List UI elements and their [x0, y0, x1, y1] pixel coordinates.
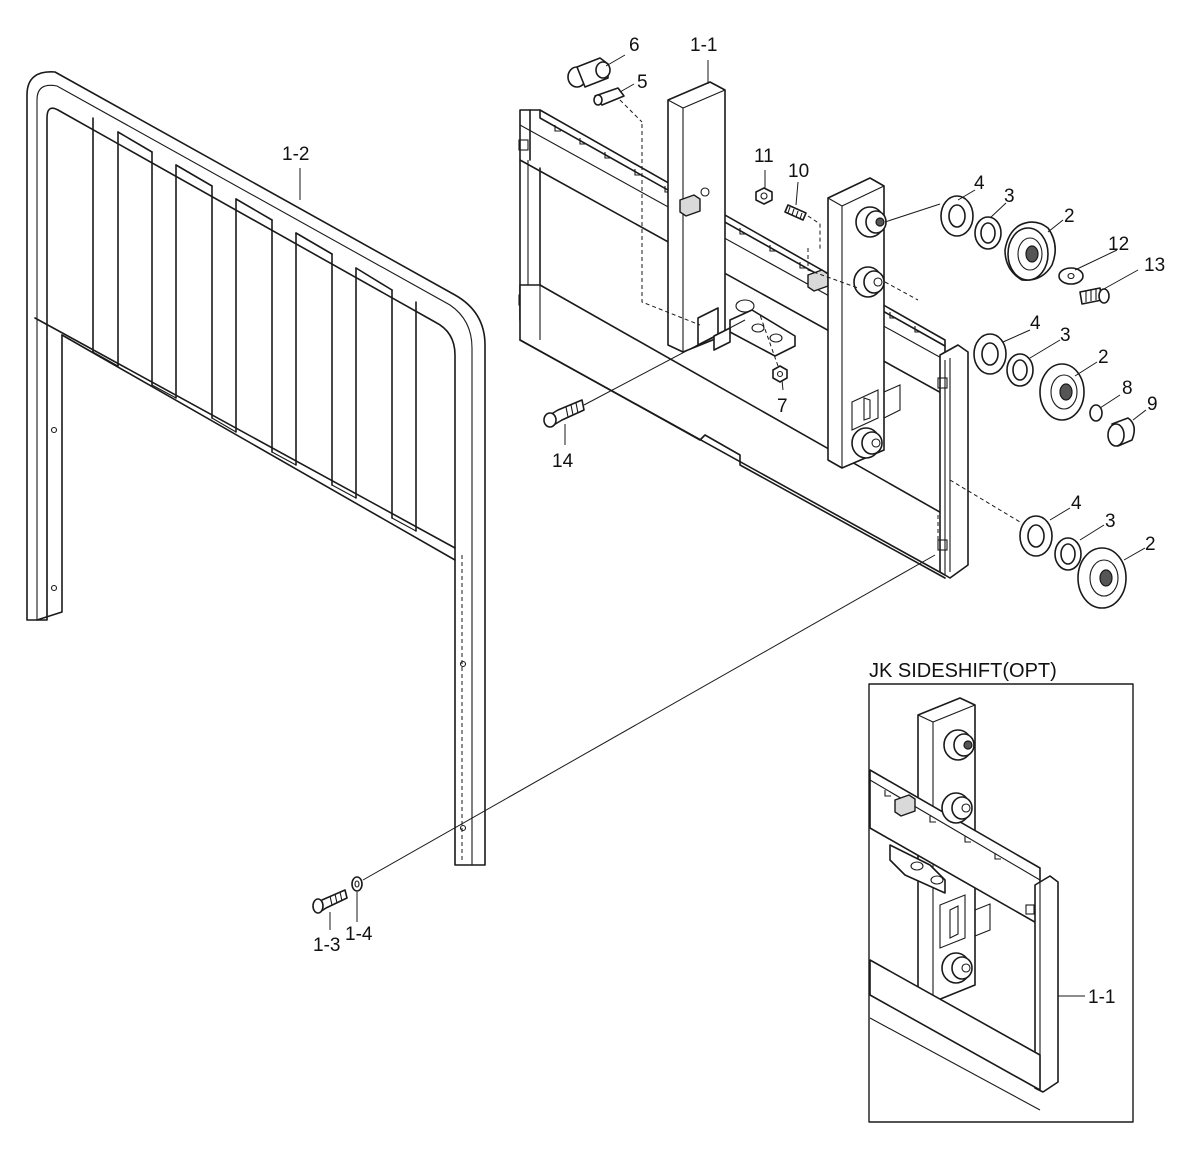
label-10: 10: [788, 161, 809, 182]
label-3-bot: 3: [1105, 511, 1116, 532]
label-4-top: 4: [974, 173, 985, 194]
label-4-mid: 4: [1030, 313, 1041, 334]
part-5-pin: [593, 83, 643, 123]
load-backrest: [26, 71, 486, 866]
label-1-3: 1-3: [313, 935, 340, 956]
leader-lines: [299, 60, 1147, 561]
label-3-mid: 3: [1060, 325, 1071, 346]
label-12: 12: [1108, 234, 1129, 255]
part-labels: 6 5 1-1 1-2 11 10 4 3 2 12 13 4 3 2 8 9 …: [282, 35, 1165, 1008]
label-3-top: 3: [1004, 186, 1015, 207]
label-13: 13: [1144, 255, 1165, 276]
label-8: 8: [1122, 378, 1133, 399]
part-14-bolt: [543, 319, 746, 445]
label-1-4: 1-4: [345, 924, 373, 945]
label-14: 14: [552, 451, 574, 472]
label-5: 5: [637, 72, 648, 93]
label-2-top: 2: [1064, 206, 1075, 227]
stud-rollers: [851, 206, 887, 459]
inset-label-1-1: 1-1: [1088, 987, 1115, 1008]
label-9: 9: [1147, 394, 1158, 415]
bolt-and-washer: [312, 554, 936, 930]
label-11: 11: [754, 146, 774, 167]
part-6-grease-fitting: [567, 54, 626, 88]
label-2-mid: 2: [1098, 347, 1109, 368]
roller-stack-bottom: [949, 479, 1127, 609]
label-2-bot: 2: [1145, 534, 1156, 555]
inset-jk-sideshift: [868, 683, 1134, 1123]
label-7: 7: [777, 396, 788, 417]
roller-stack-top: [884, 195, 1110, 305]
label-4-bot: 4: [1071, 493, 1082, 514]
label-6: 6: [629, 35, 640, 56]
roller-stack-middle: [884, 281, 1136, 447]
part-7-nut: [759, 314, 788, 383]
fork-carriage: [518, 81, 969, 579]
label-1-1: 1-1: [690, 35, 717, 56]
part-10-bolt: [784, 204, 821, 250]
label-1-2: 1-2: [282, 144, 309, 165]
inset-title: JK SIDESHIFT(OPT): [869, 660, 1057, 682]
part-11-nut: [755, 187, 773, 205]
